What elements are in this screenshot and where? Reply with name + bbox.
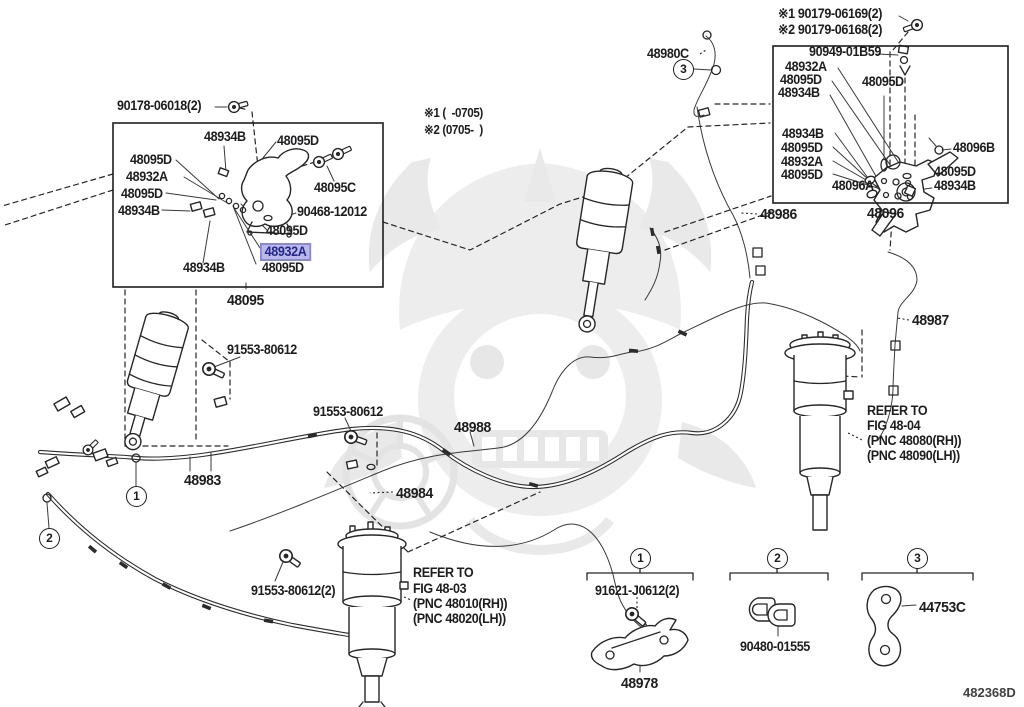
part-label-48980c[interactable]: 48980C — [647, 46, 689, 61]
part-label-48096[interactable]: 48096 — [867, 205, 904, 222]
legend-part-48978 — [590, 617, 689, 671]
part-label-44753c[interactable]: 44753C — [919, 599, 966, 616]
part-label-48096b[interactable]: 48096B — [953, 140, 995, 155]
connector-cluster — [35, 396, 141, 503]
part-label-48934b[interactable]: 48934B — [204, 129, 246, 144]
reference-label-fig4803: FIG 48-03 — [413, 581, 467, 596]
part-label-48095[interactable]: 48095 — [227, 292, 264, 309]
part-label-48095d[interactable]: 48095D — [862, 74, 904, 89]
callout-circle-1: 1 — [630, 548, 651, 569]
part-label-48095d[interactable]: 48095D — [781, 140, 823, 155]
drawing-number: 482368D — [963, 685, 1016, 700]
pipe-48986 — [696, 106, 751, 279]
part-label-48934b[interactable]: 48934B — [118, 203, 160, 218]
part-label-9155380612[interactable]: 91553-80612 — [227, 342, 297, 357]
part-label-48096a[interactable]: 48096A — [832, 178, 874, 193]
strut-rear-centre — [576, 167, 634, 333]
detail-box-front-valve — [112, 122, 384, 288]
part-label-9046812012[interactable]: 90468-12012 — [297, 204, 367, 219]
strut-rear-right — [784, 331, 856, 531]
part-label-48987[interactable]: 48987 — [912, 312, 949, 329]
part-label-48932a[interactable]: 48932A — [785, 59, 827, 74]
reference-label-referto: REFER TO — [413, 565, 474, 580]
reference-label-pnc48090lh: (PNC 48090(LH)) — [867, 448, 960, 463]
valve-assembly-rear — [864, 44, 959, 237]
part-label-48095d[interactable]: 48095D — [780, 72, 822, 87]
part-label-48934b[interactable]: 48934B — [934, 178, 976, 193]
pipe-clamp-ticks — [87, 227, 688, 624]
part-label-48988[interactable]: 48988 — [454, 419, 491, 436]
part-label-48983[interactable]: 48983 — [184, 472, 221, 489]
part-label-91621j06122[interactable]: 91621-J0612(2) — [595, 583, 680, 598]
legend-part-90480-clamp — [748, 597, 796, 627]
wire-48980c — [693, 35, 716, 117]
projection-lines — [1, 31, 916, 635]
part-label-48986[interactable]: 48986 — [760, 206, 797, 223]
part-label-48095d[interactable]: 48095D — [266, 223, 308, 238]
reference-label-pnc48010rh: (PNC 48010(RH)) — [413, 596, 508, 611]
strut-front-bottom — [337, 521, 409, 707]
part-label-190179061692[interactable]: ※1 90179-06169(2) — [778, 6, 883, 21]
callout-circle-3: 3 — [673, 59, 694, 80]
strut-front-left — [124, 311, 190, 451]
leader-lines — [46, 15, 952, 673]
legend-part-44753c — [866, 585, 902, 667]
callout-circle-3: 3 — [907, 548, 928, 569]
part-label-48934b[interactable]: 48934B — [183, 260, 225, 275]
callout-circle-2: 2 — [767, 548, 788, 569]
note-label-10705: ※1 ( -0705) — [424, 106, 483, 120]
reference-label-pnc48080rh: (PNC 48080(RH)) — [867, 433, 962, 448]
part-label-9094901b59[interactable]: 90949-01B59 — [809, 44, 882, 59]
part-label-48932a[interactable]: 48932A — [260, 243, 312, 262]
pipe-48987 — [877, 251, 918, 441]
part-label-90178060182[interactable]: 90178-06018(2) — [117, 98, 202, 113]
note-label-20705: ※2 (0705- ) — [424, 123, 483, 137]
part-label-48095d[interactable]: 48095D — [781, 167, 823, 182]
detail-box-rear-valve — [772, 45, 1009, 204]
callout-circle-1: 1 — [126, 486, 147, 507]
small-clips — [213, 395, 376, 471]
part-label-48095d[interactable]: 48095D — [130, 152, 172, 167]
callout-circle-2: 2 — [39, 528, 60, 549]
part-label-48095d[interactable]: 48095D — [262, 260, 304, 275]
part-label-9155380612[interactable]: 91553-80612 — [313, 404, 383, 419]
part-label-48934b[interactable]: 48934B — [778, 85, 820, 100]
reference-label-referto: REFER TO — [867, 403, 928, 418]
part-label-9048001555[interactable]: 90480-01555 — [740, 639, 810, 654]
reference-label-fig4804: FIG 48-04 — [867, 418, 921, 433]
part-label-91553806122[interactable]: 91553-80612(2) — [251, 583, 336, 598]
part-label-48984[interactable]: 48984 — [396, 485, 433, 502]
part-label-48095d[interactable]: 48095D — [277, 133, 319, 148]
reference-label-pnc48020lh: (PNC 48020(LH)) — [413, 611, 506, 626]
part-label-48095d[interactable]: 48095D — [934, 164, 976, 179]
part-label-48095d[interactable]: 48095D — [121, 186, 163, 201]
part-label-48932a[interactable]: 48932A — [781, 154, 823, 169]
part-label-48978[interactable]: 48978 — [621, 675, 658, 692]
pipe-48988 — [229, 302, 861, 532]
part-label-48095c[interactable]: 48095C — [314, 180, 356, 195]
valve-assembly-front — [189, 148, 310, 238]
part-label-48932a[interactable]: 48932A — [126, 169, 168, 184]
part-label-290179061682[interactable]: ※2 90179-06168(2) — [778, 22, 883, 37]
air-pipes — [35, 30, 918, 641]
part-label-48934b[interactable]: 48934B — [782, 126, 824, 141]
